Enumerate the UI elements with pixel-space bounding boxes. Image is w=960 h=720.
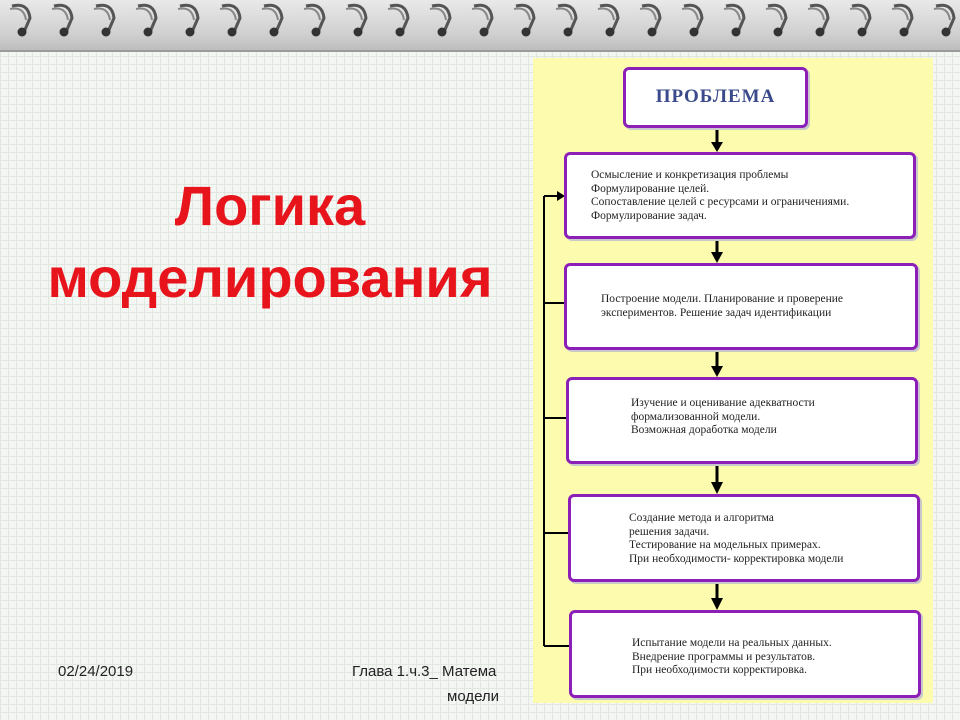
spiral-ring [681, 3, 704, 37]
spiral-ring [51, 3, 74, 37]
spiral-ring [429, 3, 452, 37]
spiral-ring [219, 3, 242, 37]
spiral-ring [177, 3, 200, 37]
spiral-ring [303, 3, 326, 37]
step-box-2: Построение модели. Планирование и провер… [564, 263, 918, 350]
spiral-ring [723, 3, 746, 37]
step-5-line-2: Внедрение программы и результатов. [632, 650, 816, 663]
slide-title: Логика моделирования [30, 170, 510, 314]
footer-date: 02/24/2019 [58, 663, 134, 680]
spiral-ring [9, 3, 32, 37]
spiral-binding [0, 0, 960, 52]
spiral-ring [513, 3, 536, 37]
slide-title-line-1: Логика [174, 174, 366, 237]
spiral-ring [807, 3, 830, 37]
spiral-ring [765, 3, 788, 37]
spiral-ring [555, 3, 578, 37]
spiral-ring [891, 3, 914, 37]
step-1-line-2: Формулирование целей. [591, 182, 710, 195]
spiral-ring [93, 3, 116, 37]
step-2-line-1: Построение модели. Планирование и провер… [601, 293, 843, 305]
step-2-line-2: экспериментов. Решение задач идентификац… [601, 306, 832, 319]
flowchart-panel: ПРОБЛЕМА Осмысление и конкретизация проб… [533, 58, 933, 703]
spiral-ring [387, 3, 410, 37]
slide-title-line-2: моделирования [47, 246, 493, 309]
step-4-line-3: Тестирование на модельных примерах. [629, 539, 821, 551]
arrow-1 [711, 128, 723, 152]
step-3-line-1: Изучение и оценивание адекватности [631, 397, 815, 409]
step-box-4: Создание метода и алгоритма решения зада… [568, 494, 920, 582]
arrow-3 [711, 350, 723, 377]
step-4-line-4: При необходимости- корректировка модели [629, 552, 844, 565]
step-4-line-1: Создание метода и алгоритма [629, 512, 774, 524]
spiral-rings [9, 3, 956, 37]
spiral-ring [849, 3, 872, 37]
step-1-line-3: Сопоставление целей с ресурсами и ограни… [591, 196, 850, 208]
arrow-5 [711, 582, 723, 610]
spiral-ring [261, 3, 284, 37]
arrow-4 [711, 464, 723, 494]
spiral-ring [471, 3, 494, 37]
step-1-line-1: Осмысление и конкретизация проблемы [591, 169, 789, 181]
feedback-arrow-head [557, 191, 565, 201]
spiral-ring [135, 3, 158, 37]
step-4-line-2: решения задачи. [629, 525, 710, 538]
step-box-3: Изучение и оценивание адекватности форма… [566, 377, 918, 464]
arrow-2 [711, 239, 723, 263]
problem-box: ПРОБЛЕМА [623, 67, 808, 128]
spiral-ring [597, 3, 620, 37]
spiral-ring [345, 3, 368, 37]
step-3-line-2: формализованной модели. [631, 410, 761, 423]
spiral-ring [639, 3, 662, 37]
footer-chapter-line-2: модели [447, 688, 500, 705]
step-box-5: Испытание модели на реальных данных. Вне… [569, 610, 921, 698]
flow-connectors [543, 128, 723, 647]
spiral-ring [933, 3, 956, 37]
step-5-line-3: При необходимости корректировка. [632, 664, 808, 676]
footer-chapter-line-1: Глава 1.ч.3_ Матема [352, 663, 497, 680]
step-3-line-3: Возможная доработка модели [631, 424, 777, 436]
step-1-line-4: Формулирование задач. [591, 209, 707, 222]
step-box-1: Осмысление и конкретизация проблемы Форм… [564, 152, 916, 239]
step-5-line-1: Испытание модели на реальных данных. [632, 637, 832, 649]
problem-label: ПРОБЛЕМА [655, 86, 776, 107]
